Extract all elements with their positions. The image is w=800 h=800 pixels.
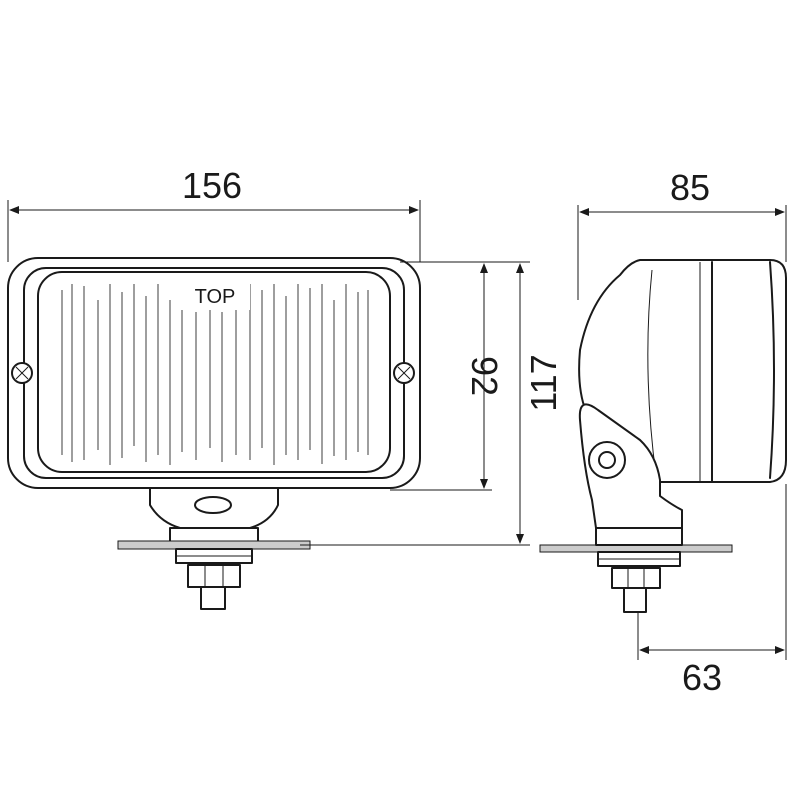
dimension-85-label: 85 xyxy=(670,167,710,208)
left-screw-icon xyxy=(11,362,33,384)
front-nut xyxy=(187,564,241,588)
lens-ribs xyxy=(61,284,369,465)
dimension-side-depth: 85 xyxy=(577,167,787,300)
front-view: TOP xyxy=(7,165,564,610)
top-label: TOP xyxy=(195,286,236,308)
pivot-bolt-icon xyxy=(588,441,626,479)
dimension-63-label: 63 xyxy=(682,657,722,698)
side-bracket xyxy=(578,403,683,529)
front-mount-bracket xyxy=(117,487,311,610)
dimension-156-label: 156 xyxy=(182,165,242,206)
lens xyxy=(37,271,391,473)
dimension-lens-height: 92 xyxy=(390,261,505,491)
side-mounting-plate xyxy=(539,544,733,553)
front-bolt xyxy=(200,586,226,610)
dimension-overall-height: 117 xyxy=(300,261,564,546)
front-mounting-plate xyxy=(117,540,311,550)
side-nut xyxy=(611,567,661,589)
top-label-backdrop xyxy=(180,280,250,310)
side-bolt xyxy=(623,587,647,613)
dimension-117-label: 117 xyxy=(523,354,564,411)
right-screw-icon xyxy=(393,362,415,384)
dimension-92-label: 92 xyxy=(464,356,505,396)
dimension-front-width: 156 xyxy=(7,165,421,262)
dimension-mount-offset: 63 xyxy=(637,484,787,698)
side-view: 85 63 xyxy=(539,167,787,698)
